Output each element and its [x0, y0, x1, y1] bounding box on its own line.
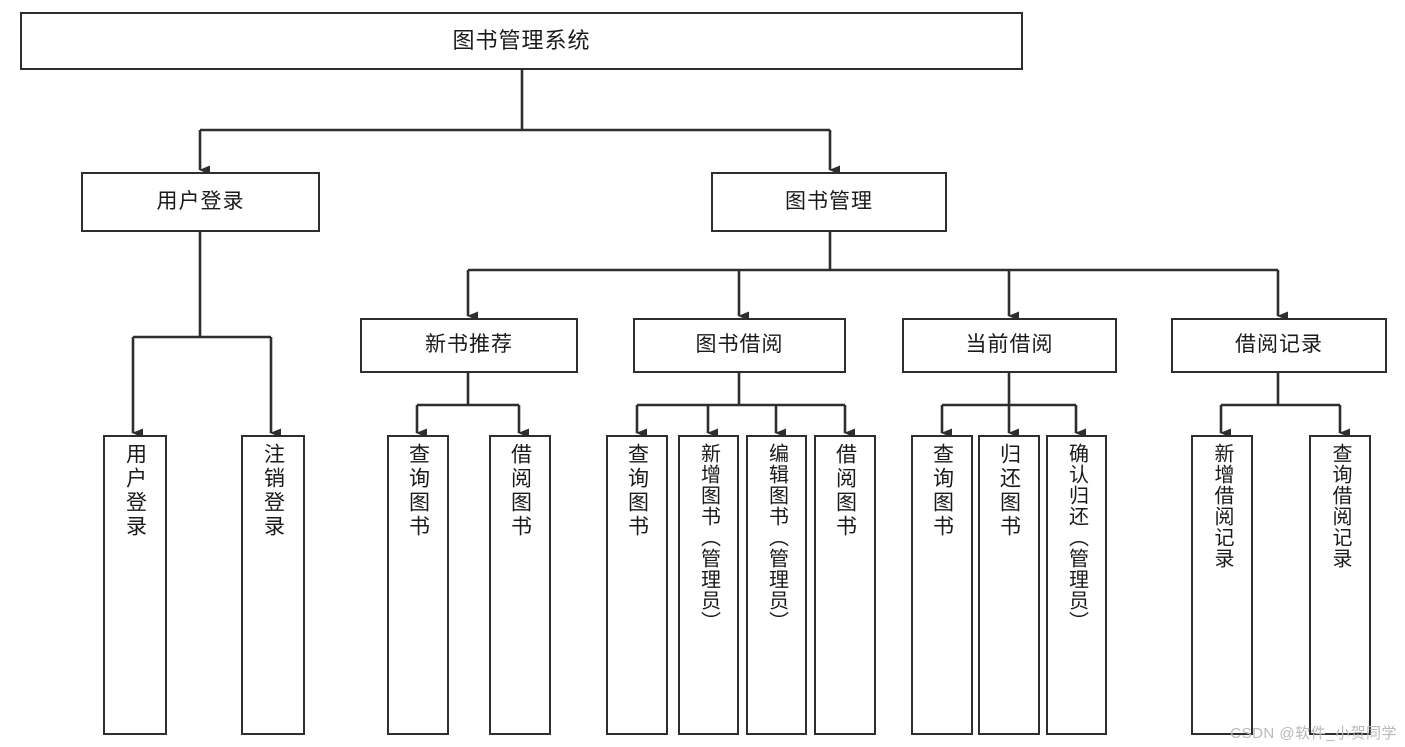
- leaf-borrow-record-query-record[interactable]: 查询借阅记录: [1309, 435, 1371, 735]
- leaf-book-borrow-add-book[interactable]: 新增图书（管理员）: [678, 435, 739, 735]
- leaf-label: 用户登录: [123, 443, 147, 539]
- leaf-label: 新增图书（管理员）: [697, 443, 720, 632]
- leaf-book-borrow-query-book[interactable]: 查询图书: [606, 435, 668, 735]
- node-current-borrow-label: 当前借阅: [965, 333, 1054, 357]
- leaf-label: 查询图书: [625, 443, 649, 539]
- node-user-login[interactable]: 用户登录: [81, 172, 320, 232]
- leaf-current-borrow-confirm-return[interactable]: 确认归还（管理员）: [1046, 435, 1107, 735]
- leaf-label: 借阅图书: [508, 443, 532, 539]
- node-current-borrow[interactable]: 当前借阅: [902, 318, 1117, 373]
- leaf-new-book-borrow-book[interactable]: 借阅图书: [489, 435, 551, 735]
- node-book-borrow[interactable]: 图书借阅: [633, 318, 846, 373]
- leaf-current-borrow-return-book[interactable]: 归还图书: [978, 435, 1040, 735]
- leaf-label: 编辑图书（管理员）: [765, 443, 788, 632]
- node-user-login-label: 用户登录: [156, 189, 245, 213]
- leaf-user-login-user-login[interactable]: 用户登录: [103, 435, 167, 735]
- leaf-label: 归还图书: [997, 443, 1021, 539]
- node-new-book-recommend-label: 新书推荐: [425, 333, 513, 357]
- node-book-borrow-label: 图书借阅: [695, 333, 784, 357]
- node-book-manage-label: 图书管理: [785, 189, 873, 213]
- leaf-book-borrow-borrow-book[interactable]: 借阅图书: [814, 435, 876, 735]
- leaf-new-book-query-book[interactable]: 查询图书: [387, 435, 449, 735]
- node-new-book-recommend[interactable]: 新书推荐: [360, 318, 578, 373]
- leaf-label: 查询图书: [930, 443, 954, 539]
- leaf-label: 借阅图书: [833, 443, 857, 539]
- node-root-label: 图书管理系统: [452, 28, 591, 54]
- leaf-user-login-logout[interactable]: 注销登录: [241, 435, 305, 735]
- leaf-label: 查询图书: [406, 443, 430, 539]
- node-borrow-record[interactable]: 借阅记录: [1171, 318, 1387, 373]
- leaf-borrow-record-add-record[interactable]: 新增借阅记录: [1191, 435, 1253, 735]
- watermark-text: CSDN @软件_小贺同学: [1230, 725, 1397, 742]
- leaf-book-borrow-edit-book[interactable]: 编辑图书（管理员）: [746, 435, 807, 735]
- leaf-label: 新增借阅记录: [1211, 443, 1233, 569]
- node-borrow-record-label: 借阅记录: [1235, 333, 1323, 357]
- leaf-label: 查询借阅记录: [1329, 443, 1351, 569]
- node-root-system[interactable]: 图书管理系统: [20, 12, 1023, 70]
- leaf-label: 确认归还（管理员）: [1065, 443, 1088, 632]
- leaf-current-borrow-query-book[interactable]: 查询图书: [911, 435, 973, 735]
- leaf-label: 注销登录: [261, 443, 285, 539]
- node-book-manage[interactable]: 图书管理: [711, 172, 947, 232]
